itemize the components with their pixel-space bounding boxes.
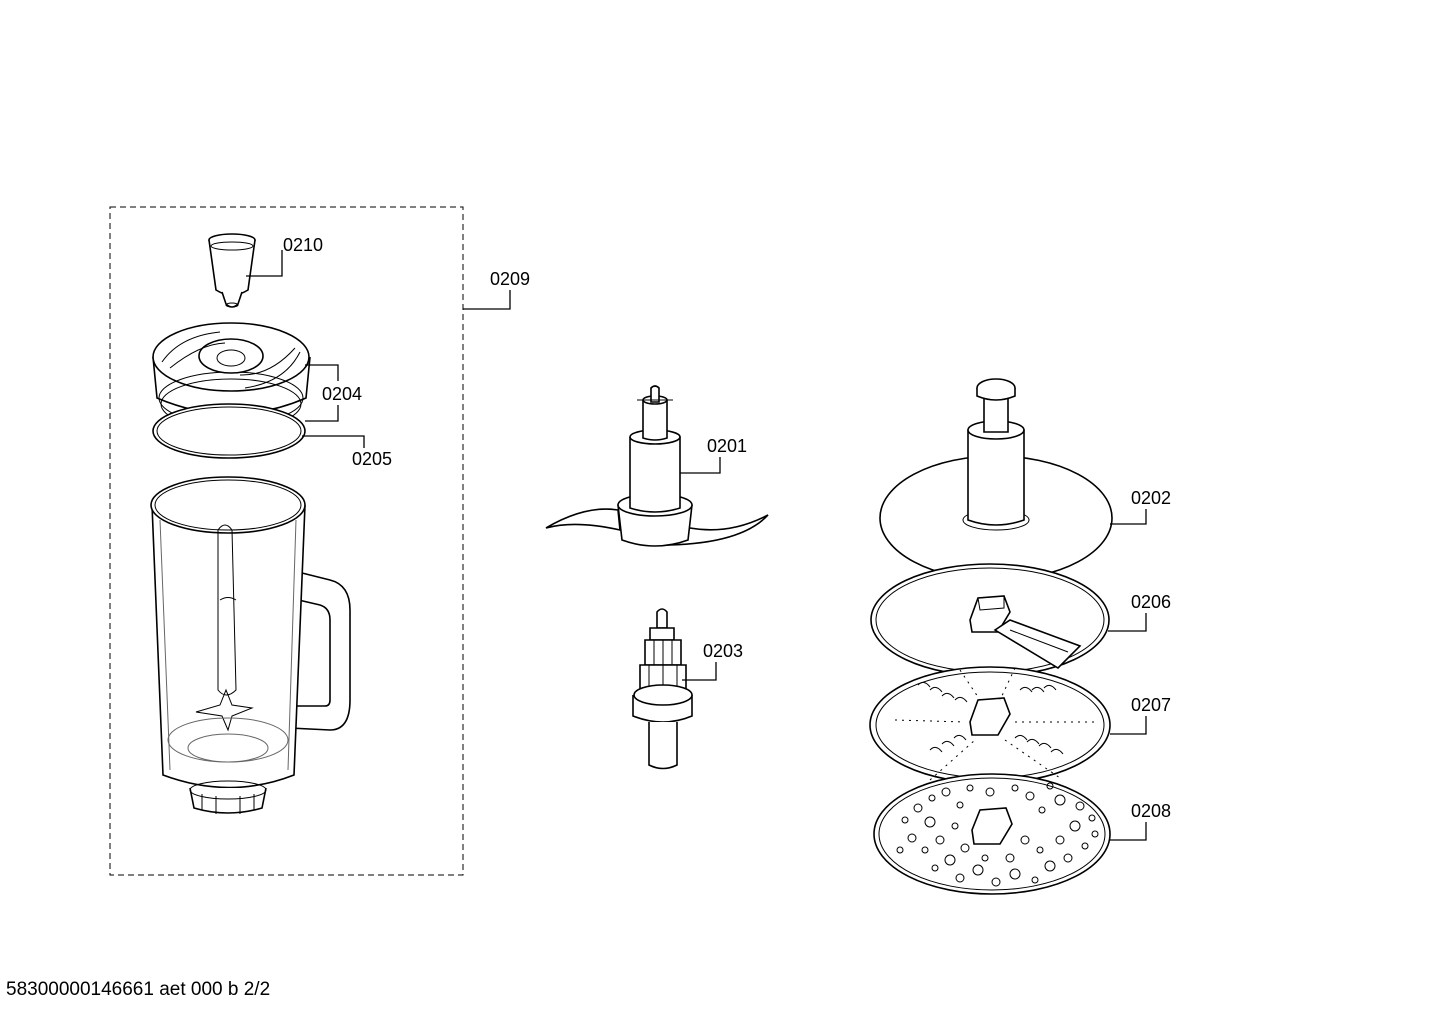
label-0208: 0208 <box>1131 801 1171 821</box>
leader-lines <box>246 250 1147 841</box>
label-0209: 0209 <box>490 269 530 289</box>
part-0205-gasket-ring[interactable] <box>152 403 306 459</box>
label-0206: 0206 <box>1131 592 1171 612</box>
label-0210: 0210 <box>283 235 323 255</box>
perforations <box>896 782 1099 887</box>
part-0206-slicing-disc[interactable] <box>870 563 1110 677</box>
label-0201: 0201 <box>707 436 747 456</box>
part-0201-chopping-blade[interactable] <box>545 385 769 547</box>
label-0205: 0205 <box>352 449 392 469</box>
part-0207-grating-disc[interactable] <box>869 666 1111 784</box>
label-0203: 0203 <box>703 641 743 661</box>
label-0202: 0202 <box>1131 488 1171 508</box>
label-0204: 0204 <box>322 384 362 404</box>
label-0207: 0207 <box>1131 695 1171 715</box>
document-id: 58300000146661 aet 000 b 2/2 <box>6 979 271 1000</box>
part-0203-drive-shaft[interactable] <box>632 608 693 770</box>
blender-jug <box>150 476 351 814</box>
part-0202-disc-carrier[interactable] <box>879 378 1113 581</box>
part-0210-measuring-cup[interactable] <box>208 233 256 308</box>
part-0208-perforated-disc[interactable] <box>873 773 1111 895</box>
